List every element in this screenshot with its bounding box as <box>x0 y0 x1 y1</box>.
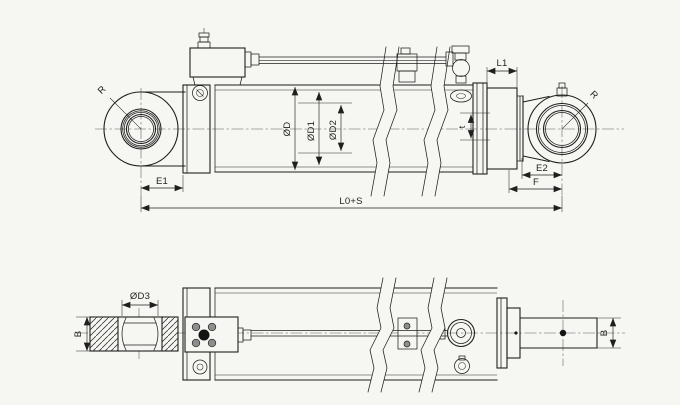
eye-section <box>89 316 179 352</box>
hydraulic-tube <box>258 56 447 64</box>
dim-label-b-left: B <box>73 331 84 338</box>
dim-label-l1: L1 <box>497 58 508 69</box>
break-lines-plan <box>367 277 448 393</box>
dim-label-od2: ØD2 <box>328 120 339 140</box>
b-dimension-right: B <box>597 317 621 349</box>
dim-label-od3: ØD3 <box>130 291 150 302</box>
head-gland: t <box>457 82 524 175</box>
side-view-dimensions: R R L1 E1 E2 F L0+S <box>96 58 600 212</box>
left-eye <box>103 91 186 167</box>
eye-center-mark <box>559 329 567 337</box>
screw-plug <box>192 85 208 101</box>
dim-label-f: F <box>533 177 539 188</box>
b-dimension-left: B <box>73 316 91 352</box>
tube-clamp-plan <box>397 317 418 350</box>
dim-label-r-left: R <box>96 84 109 97</box>
hatch-left <box>90 317 118 351</box>
dim-label-r-right: R <box>587 89 600 102</box>
valve-block-plan <box>184 316 252 375</box>
bolt-hole <box>191 338 201 348</box>
hatch-right <box>162 317 178 351</box>
valve-block <box>189 28 260 101</box>
head-and-rod-plan <box>496 297 598 369</box>
dim-label-od: ØD <box>282 122 293 137</box>
dim-label-b-right: B <box>599 330 610 337</box>
bolt-hole <box>207 338 217 348</box>
dim-label-e2: E2 <box>536 163 548 174</box>
elbow-fitting-plan <box>439 318 476 374</box>
diameter-dimensions: ØD ØD1 ØD2 <box>282 87 345 170</box>
cap-end <box>182 84 216 174</box>
d3-dimension: ØD3 <box>121 291 159 316</box>
break-lines <box>370 46 451 197</box>
plug-plan <box>192 359 208 375</box>
dim-label-t: t <box>457 125 468 128</box>
right-eye <box>522 82 597 164</box>
elbow-fitting <box>445 45 472 103</box>
bolt-hole <box>191 322 201 332</box>
port-hole <box>198 329 210 341</box>
side-view: ØD ØD1 ØD2 <box>95 28 624 212</box>
tube-clamp <box>396 47 418 83</box>
bolt-hole <box>207 322 217 332</box>
bleed-plug-plan <box>454 358 470 374</box>
dim-label-e1: E1 <box>156 176 168 187</box>
tube-fitting <box>244 51 252 68</box>
dim-label-l0s: L0+S <box>339 196 362 207</box>
dim-label-od1: ØD1 <box>306 121 317 141</box>
hydraulic-tube-plan <box>250 330 448 337</box>
plan-view: ØD3 B <box>73 277 625 393</box>
